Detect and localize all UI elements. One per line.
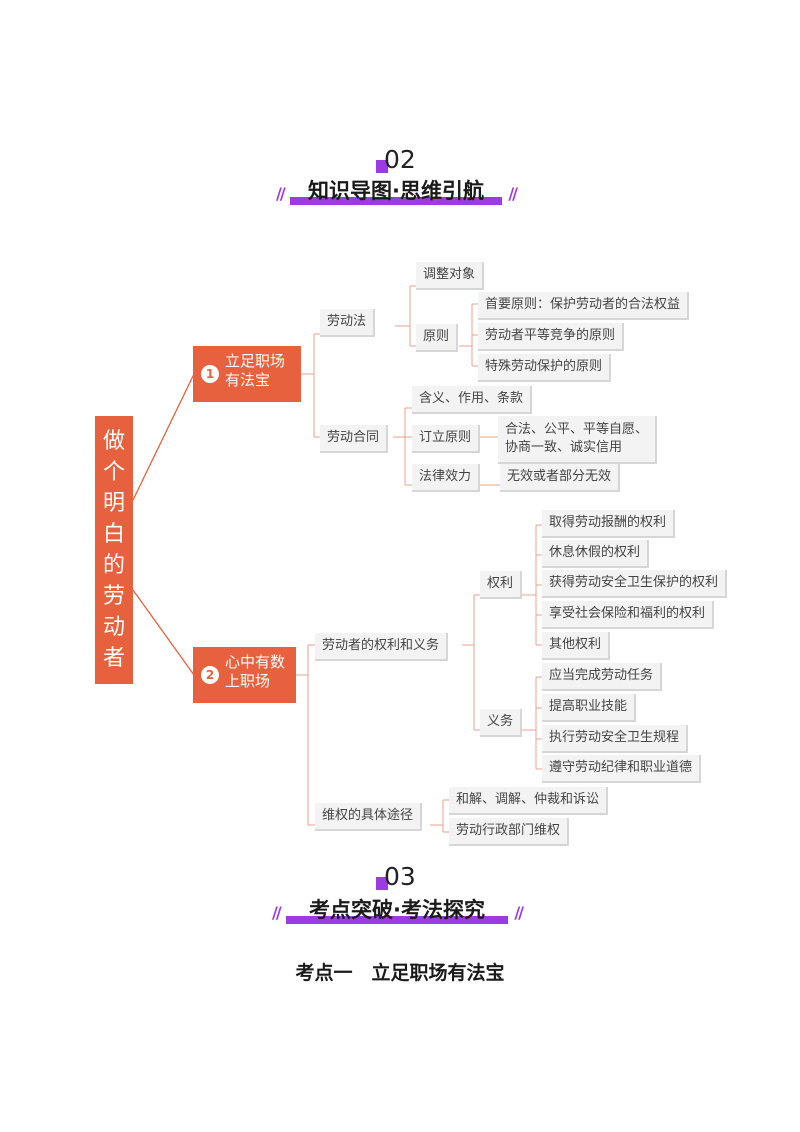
node-yuanze: 原则 <box>416 324 459 352</box>
branch-2-node: 2 心中有数 上职场 <box>193 647 296 703</box>
node-quanli-3: 获得劳动安全卫生保护的权利 <box>542 570 728 598</box>
branch-1-line1: 立足职场 <box>225 352 286 370</box>
section-number-bar <box>376 160 388 173</box>
node-yuanze-1: 首要原则：保护劳动者的合法权益 <box>478 292 690 320</box>
mindmap-root: 做 个 明 白 的 劳 动 者 <box>95 416 133 684</box>
node-yiwu-2: 提高职业技能 <box>542 694 637 722</box>
section-title-02: // 知识导图·思维引航 // <box>276 178 518 208</box>
section-title-text: 考点突破·考法探究 <box>309 898 485 922</box>
node-yuanze-3: 特殊劳动保护的原则 <box>478 354 612 382</box>
section-title-underline <box>290 197 502 205</box>
node-laodongfa: 劳动法 <box>320 309 376 337</box>
branch-1-node: 1 立足职场 有法宝 <box>193 346 301 402</box>
node-quanli-4: 享受社会保险和福利的权利 <box>542 601 715 629</box>
root-char: 白 <box>102 522 125 547</box>
node-quanli: 权利 <box>480 571 523 599</box>
node-tujing: 维权的具体途径 <box>315 803 423 831</box>
branch-1-line2: 有法宝 <box>225 371 271 389</box>
node-quanli-2: 休息休假的权利 <box>542 540 650 568</box>
section-number-02: 02 <box>376 145 436 175</box>
dingli-line-2: 协商一致、诚实信用 <box>505 440 623 455</box>
node-dingli-content: 合法、公平、平等自愿、 协商一致、诚实信用 <box>498 416 658 464</box>
root-char: 劳 <box>102 584 125 609</box>
node-yiwu-3: 执行劳动安全卫生规程 <box>542 725 689 753</box>
root-char: 者 <box>102 646 125 671</box>
node-yiwu-4: 遵守劳动纪律和职业道德 <box>542 755 702 783</box>
slash-decoration-left: // <box>276 184 286 203</box>
section-number-text: 03 <box>384 862 416 891</box>
node-dingli: 订立原则 <box>412 425 481 453</box>
node-yuanze-2: 劳动者平等竞争的原则 <box>478 323 625 351</box>
kaodian-heading: 考点一 立足职场有法宝 <box>295 962 505 984</box>
node-quanyi: 劳动者的权利和义务 <box>315 633 449 661</box>
branch-number-badge: 1 <box>201 365 219 383</box>
root-char: 个 <box>102 460 125 485</box>
root-char: 动 <box>102 615 125 640</box>
node-xiaoli: 法律效力 <box>412 464 481 492</box>
section-title-03: // 考点突破·考法探究 // <box>272 897 524 927</box>
node-tiaozheng: 调整对象 <box>416 262 485 290</box>
section-number-03: 03 <box>376 862 436 892</box>
section-title-text: 知识导图·思维引航 <box>308 179 484 203</box>
node-tujing-1: 和解、调解、仲裁和诉讼 <box>449 787 609 815</box>
slash-decoration-right: // <box>514 903 524 922</box>
node-yiwu-1: 应当完成劳动任务 <box>542 663 663 691</box>
node-tujing-2: 劳动行政部门维权 <box>449 818 570 846</box>
branch-2-line2: 上职场 <box>225 672 271 690</box>
node-quanli-5: 其他权利 <box>542 632 611 660</box>
dingli-line-1: 合法、公平、平等自愿、 <box>505 422 649 437</box>
node-yiwu: 义务 <box>480 709 523 737</box>
node-hetong: 劳动合同 <box>320 425 389 453</box>
slash-decoration-left: // <box>272 903 282 922</box>
node-hanyi: 含义、作用、条款 <box>412 386 533 414</box>
node-quanli-1: 取得劳动报酬的权利 <box>542 510 676 538</box>
root-char: 的 <box>102 553 125 578</box>
slash-decoration-right: // <box>508 184 518 203</box>
branch-2-line1: 心中有数 <box>225 653 286 671</box>
branch-number-badge: 2 <box>201 666 219 684</box>
root-char: 明 <box>102 491 125 516</box>
node-wuxiao: 无效或者部分无效 <box>500 464 621 492</box>
section-number-bar <box>376 877 388 890</box>
root-char: 做 <box>102 429 125 454</box>
section-title-underline <box>286 916 508 924</box>
section-number-text: 02 <box>384 145 416 174</box>
